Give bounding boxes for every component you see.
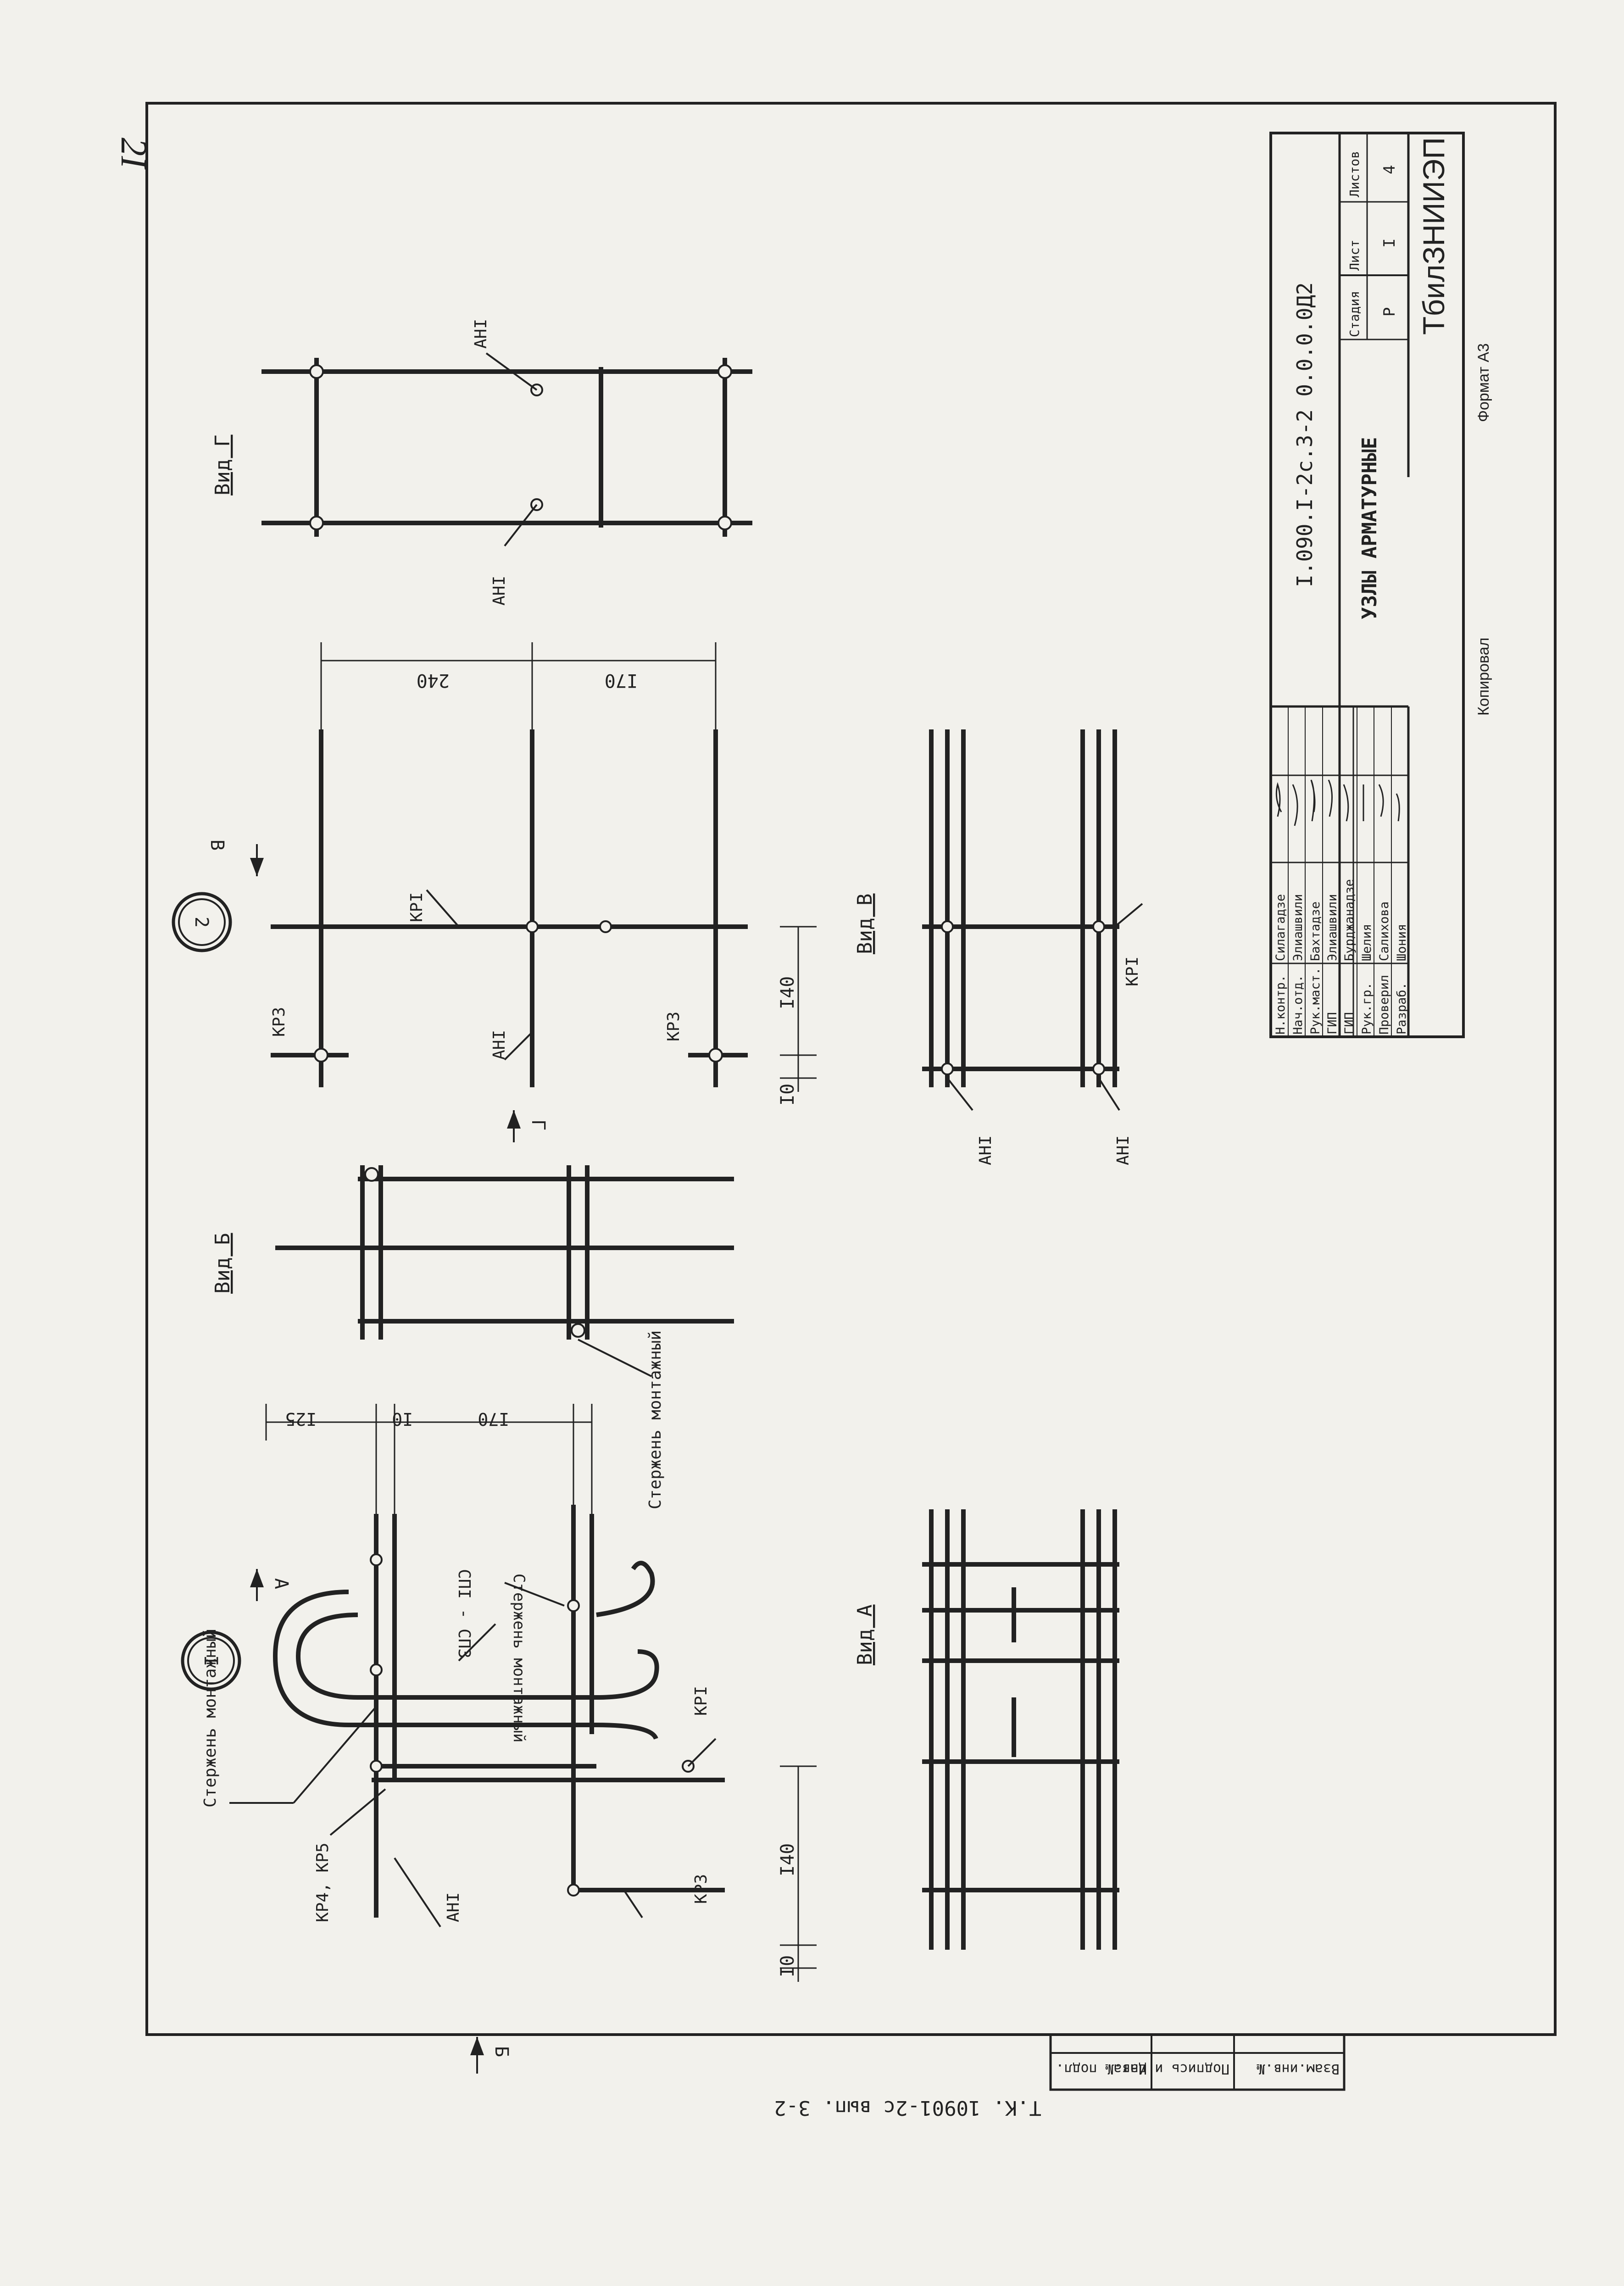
copied-label: Копировал [1475,638,1492,716]
node-2-label-kr3-a: КРЗ [270,1007,289,1037]
person-name: Бахтадзе [1308,901,1323,961]
dim-170-node-2: I70 [605,670,638,691]
view-g-label-an1-a: АНI [472,319,490,349]
label-kr4-kr5: КР4, КР5 [313,1843,332,1922]
dim-240: 240 [417,670,450,691]
node-2-label-an1: АНI [490,1030,509,1060]
person-role: Нач.отд. [1291,975,1305,1035]
view-b: Вид Б Стержень монтажный [211,1165,734,1509]
label-kr1: КРI [692,1686,711,1716]
node-1-number: I [200,1655,221,1666]
view-v-label-an1-a: АНI [976,1135,995,1165]
arrow-v-label: В [206,840,228,851]
view-a: Вид А [853,1509,1119,1950]
title-block: I.090.I-2с.3-2 0.0.0.0Д2 УЗЛЫ АРМАТУРНЫЕ… [1269,132,1465,1038]
label-kr3: КРЗ [692,1874,711,1904]
arrow-b-label: Б [491,2046,512,2057]
sheet-header: Лист [1347,240,1362,271]
dim-10-node-2: I0 [777,1084,798,1106]
view-g-label-an1-b: АНI [490,576,509,606]
dim-10-a: I0 [392,1409,413,1429]
view-g-title: Вид Г [211,435,234,495]
sheet-value: I [1380,239,1399,248]
stamp-cell-signature: Подпись и дата [1113,2061,1229,2077]
stage-header: Стадия [1347,291,1362,337]
stamp-cell-replace: Взам.инв.№ [1257,2061,1340,2077]
view-b-label-rod: Стержень монтажный [646,1330,665,1509]
view-b-title: Вид Б [211,1233,234,1294]
person-name: Шелия [1360,924,1374,961]
view-g: Вид Г АНI АНI [211,319,752,606]
dim-140-node-2: I40 [777,976,798,1009]
person-name: Шония [1395,924,1409,961]
label-sp: СПI - СПЗ [455,1569,473,1658]
drawing-title: УЗЛЫ АРМАТУРНЫЕ [1358,437,1381,619]
node-2-label-kr3-b: КРЗ [664,1012,683,1041]
person-name: Силагадзе [1274,894,1288,961]
stamp-cell-inventory: Инв.№ подл. [1056,2061,1147,2077]
arrow-g-label: Г [528,1119,549,1130]
person-role: Рук.гр. [1360,982,1374,1035]
person-name: Бурджанадзе [1342,879,1357,961]
view-a-title: Вид А [853,1605,877,1665]
format-label: Формат А3 [1475,343,1492,422]
stage-value: Р [1380,307,1399,317]
person-name: Элиашвили [1325,894,1340,961]
node-1-marker [181,1630,241,1691]
person-name: Элиашвили [1291,894,1305,961]
view-v-title: Вид В [853,894,877,954]
arrow-a-label: А [271,1578,292,1589]
person-role: ГИП [1342,1012,1357,1035]
node-2-number: 2 [191,917,212,928]
dim-125: I25 [285,1409,317,1429]
node-2-label-kr1: КРI [407,892,426,922]
sheets-value: 4 [1380,165,1399,174]
view-v: Вид В КРI АНI АНI [853,729,1143,1165]
dim-10-b: I0 [777,1955,798,1977]
loop-sp [273,1590,596,1727]
person-name: Салихова [1377,901,1391,961]
person-role: ГИП [1325,1012,1340,1035]
sheet-number: 2I [113,138,154,170]
document-code: I.090.I-2с.3-2 0.0.0.0Д2 [1292,282,1317,587]
person-role: Н.контр. [1274,975,1288,1035]
dim-140: I40 [777,1843,798,1876]
view-v-label-kr1: КРI [1123,957,1142,986]
person-role: Рук.маст. [1308,968,1323,1035]
margin-stamp: Взам.инв.№ Подпись и дата Инв.№ подл. Т.… [774,2033,1346,2119]
sheet-frame [145,102,1557,2036]
label-rod-1: Стержень монтажный [201,1629,220,1808]
dim-170: I70 [478,1409,509,1429]
album-number: Т.К. 10901-2с вып. 3-2 [774,2096,1041,2119]
person-role: Разраб. [1395,982,1409,1035]
node-2-drawing: 2 В КРЗ КРI АНI КРЗ Г 240 I70 [172,642,817,1142]
node-1-drawing: I А Стержень монтажный КР4, КР5 [181,1404,817,2074]
sheets-header: Листов [1347,151,1362,197]
person-role: Проверил [1377,975,1391,1035]
label-an1: АНI [444,1892,463,1922]
node-2-marker [172,892,232,952]
view-v-label-an1-b: АНI [1114,1135,1133,1165]
organization-name: ТбилЗНИИЭП [1417,137,1451,335]
label-rod-2: Стержень монтажный [510,1574,528,1742]
